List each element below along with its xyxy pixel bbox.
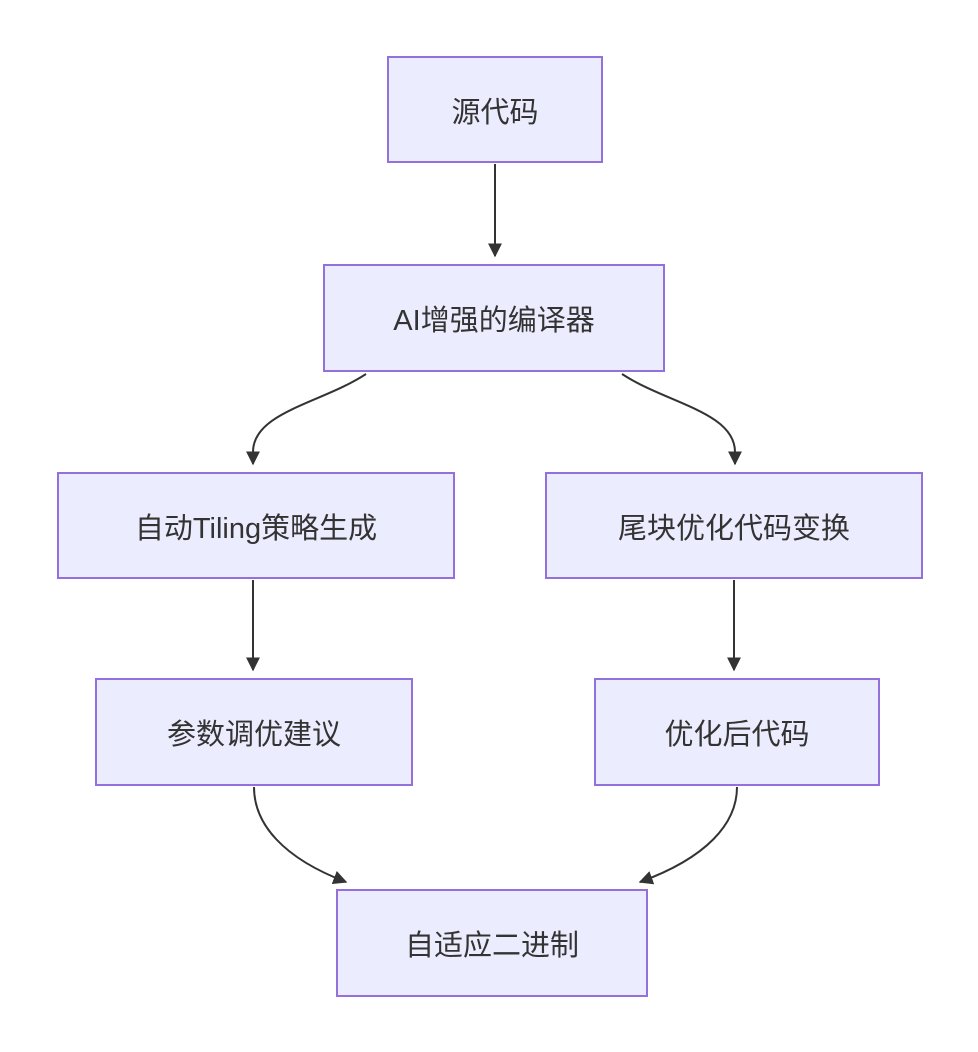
node-optimized-code: 优化后代码 bbox=[594, 678, 880, 786]
node-adaptive-binary: 自适应二进制 bbox=[336, 889, 648, 997]
node-source-code: 源代码 bbox=[387, 56, 603, 163]
edge-compiler-to-tail bbox=[621, 373, 742, 466]
node-tail-block-optimization: 尾块优化代码变换 bbox=[545, 472, 923, 579]
edge-compiler-to-tiling bbox=[246, 373, 367, 466]
node-auto-tiling-strategy: 自动Tiling策略生成 bbox=[57, 472, 455, 579]
node-ai-enhanced-compiler: AI增强的编译器 bbox=[323, 264, 665, 372]
edge-opt-to-binary bbox=[638, 786, 738, 885]
node-parameter-tuning-advice: 参数调优建议 bbox=[95, 678, 413, 786]
edge-param-to-binary bbox=[253, 786, 348, 885]
